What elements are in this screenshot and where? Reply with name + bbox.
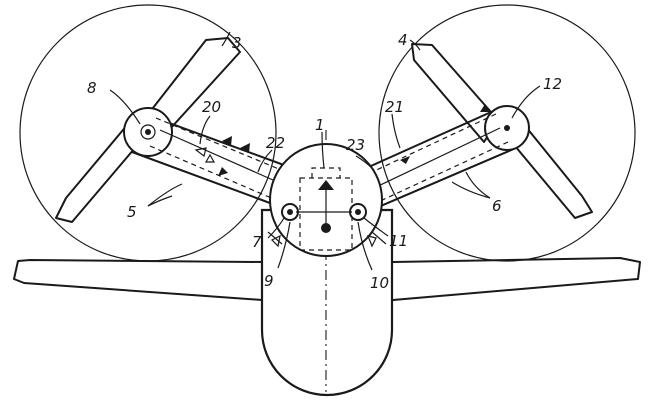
left-hub-dot (145, 129, 151, 135)
label-22: 22 (266, 134, 285, 152)
left-flow-arrow-5 (194, 147, 207, 158)
label-20: 20 (202, 98, 221, 116)
leader-5a (147, 183, 183, 207)
leader-10 (363, 217, 389, 237)
leader-7 (277, 221, 291, 269)
leader-9 (267, 217, 285, 239)
gearbox-right-arrow (367, 235, 377, 248)
left-flow-arrow-1 (222, 136, 232, 146)
right-belt-upper (367, 113, 497, 175)
right-flow-arrow-2 (400, 156, 410, 164)
label-7: 9 (264, 272, 274, 290)
label-21: 21 (385, 98, 404, 116)
leader-3 (221, 31, 231, 47)
right-hub-dot (504, 125, 510, 131)
leader-8 (357, 221, 373, 271)
label-12: 12 (543, 75, 562, 93)
label-10: 11 (389, 232, 408, 250)
right-flow-arrow-1 (480, 104, 490, 112)
right-drive-shaft (373, 127, 501, 189)
leader-22 (257, 149, 273, 173)
right-wing (392, 257, 641, 301)
label-5: 5 (127, 203, 137, 221)
left-wing (13, 259, 263, 301)
leader-5b (147, 195, 173, 207)
left-gear-9-center (287, 209, 293, 215)
leader-21 (391, 113, 401, 149)
leader-6a (451, 181, 491, 199)
label-8: 10 (370, 274, 389, 292)
leader-6b (465, 171, 491, 199)
left-hub-center (140, 124, 156, 140)
gearbox-top (311, 167, 341, 178)
leader-4 (409, 39, 421, 51)
label-4: 4 (398, 31, 408, 49)
gearbox-left-tick (267, 231, 283, 245)
left-flow-arrow-4 (204, 153, 216, 163)
label-23: 23 (346, 136, 365, 154)
label-11: 8 (87, 79, 97, 97)
leader-20 (199, 115, 211, 145)
right-belt-lower (377, 141, 509, 203)
left-belt-lower (149, 145, 277, 201)
leader-1 (321, 131, 325, 169)
fuselage (260, 208, 394, 397)
gearbox-right-tick (371, 231, 387, 245)
right-rotor-disk (378, 4, 636, 262)
label-6: 6 (492, 197, 502, 215)
label-9: 7 (252, 233, 262, 251)
right-gear-10-center (355, 209, 361, 215)
label-3: 3 (232, 34, 242, 52)
leader-11 (109, 89, 141, 125)
left-flow-arrow-3 (218, 167, 228, 176)
left-belt-upper (155, 117, 287, 173)
label-1: 1 (315, 116, 325, 134)
leader-23 (355, 155, 375, 171)
left-drive-shaft (159, 129, 283, 185)
gearbox-up-arrow (318, 180, 334, 190)
leader-12 (511, 85, 541, 119)
left-flow-arrow-2 (240, 143, 250, 153)
central-gearbox (299, 177, 353, 251)
